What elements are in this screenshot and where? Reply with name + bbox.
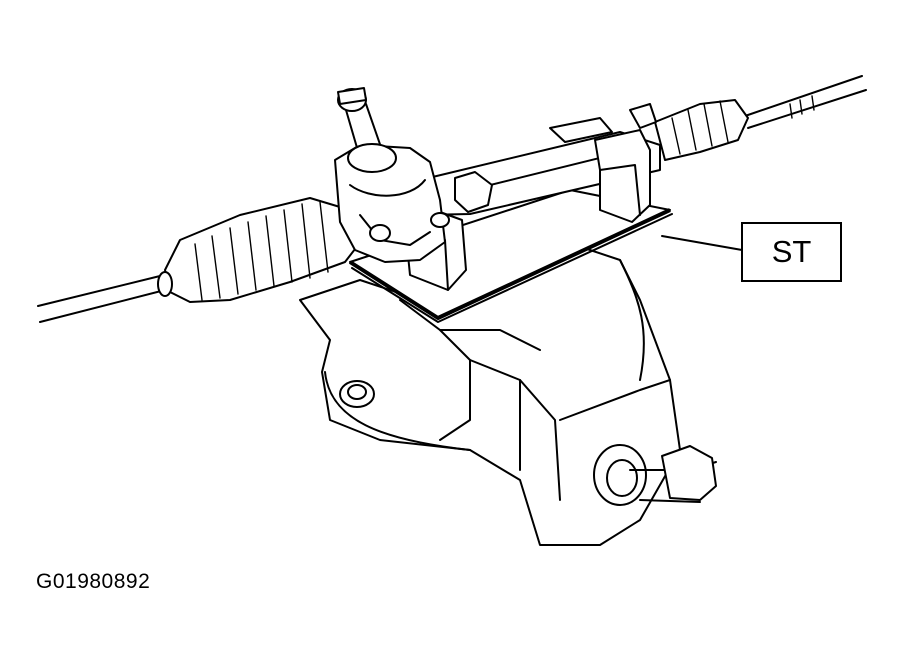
callout-label: ST — [771, 234, 812, 269]
pinion-input-shaft — [337, 87, 397, 173]
rack-clamp-right — [549, 117, 651, 223]
bench-vise — [299, 239, 717, 546]
left-bellows-boot — [157, 197, 363, 303]
callout-leader-line — [661, 235, 743, 251]
right-bellows-boot — [629, 99, 749, 161]
right-tie-rod — [744, 75, 867, 129]
special-tool-plate — [348, 189, 673, 323]
pinion-housing — [334, 144, 493, 263]
special-tool-callout-box: ST — [741, 222, 842, 282]
left-tie-rod — [37, 275, 166, 323]
figure-id: G01980892 — [36, 570, 151, 593]
